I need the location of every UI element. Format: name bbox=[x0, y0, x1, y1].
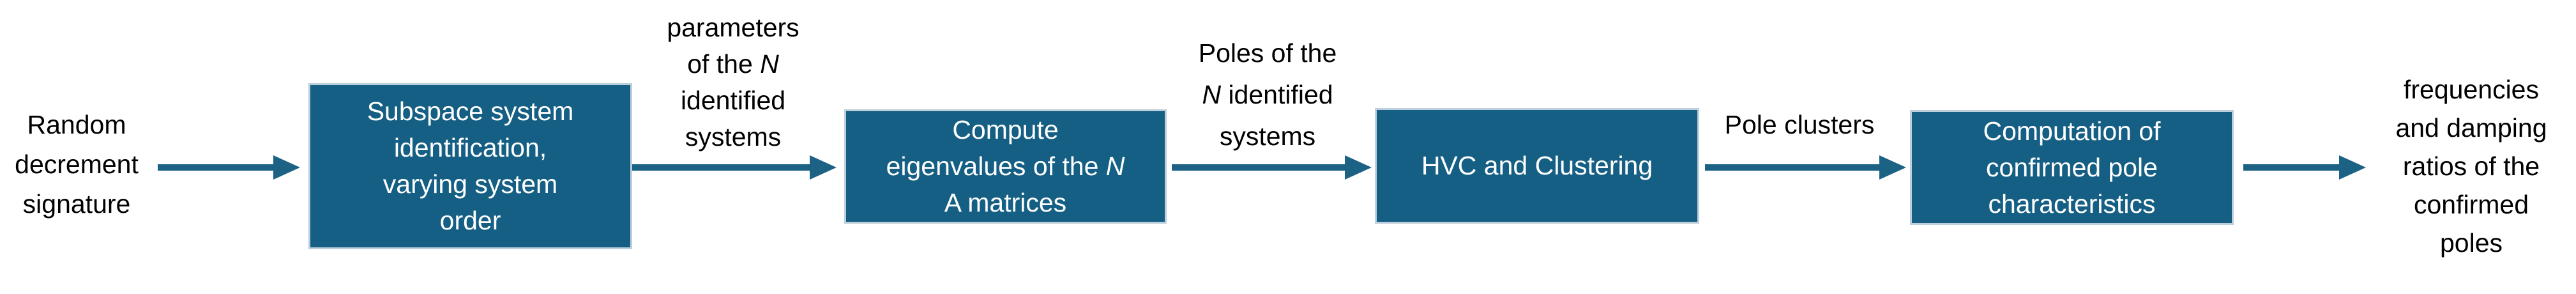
label-line: systems bbox=[1219, 121, 1316, 151]
label-line: signature bbox=[22, 189, 131, 219]
arrow-head-icon bbox=[1879, 155, 1906, 180]
label-line: Poles of the bbox=[1198, 38, 1337, 68]
box-line: characteristics bbox=[1988, 189, 2156, 219]
label-line: decrement bbox=[15, 150, 139, 179]
edge-label-parameters: parameters of the N identified systems bbox=[631, 10, 835, 155]
label-line: systems bbox=[685, 122, 782, 151]
box-line: HVC and Clustering bbox=[1421, 151, 1653, 180]
arrow-shaft bbox=[1172, 164, 1345, 171]
arrow-head-icon bbox=[810, 155, 837, 180]
output-label-frequencies-damping: frequencies and damping ratios of the co… bbox=[2367, 70, 2576, 262]
label-line: parameters bbox=[667, 13, 799, 42]
box-line: Computation of bbox=[1983, 116, 2161, 146]
process-box-subspace-identification: Subspace system identification, varying … bbox=[308, 83, 632, 249]
italic-variable-n: N bbox=[760, 49, 779, 79]
label-line: confirmed bbox=[2413, 190, 2529, 219]
box-line: Compute bbox=[952, 115, 1059, 144]
arrow-head-icon bbox=[1345, 155, 1372, 180]
label-line: ratios of the bbox=[2402, 151, 2540, 181]
box-line: confirmed pole bbox=[1986, 152, 2158, 182]
edge-label-pole-clusters: Pole clusters bbox=[1704, 111, 1895, 139]
arrow-head-icon bbox=[2339, 155, 2366, 180]
arrow-shaft bbox=[2243, 164, 2339, 171]
arrow-shaft bbox=[158, 164, 273, 171]
box-line: eigenvalues of the N bbox=[886, 151, 1125, 181]
box-line: order bbox=[439, 206, 501, 235]
label-line: and damping bbox=[2395, 113, 2547, 143]
box-line: Subspace system bbox=[367, 97, 574, 126]
label-line: Pole clusters bbox=[1724, 110, 1875, 139]
arrow-shaft bbox=[1705, 164, 1879, 171]
process-box-compute-eigenvalues: Compute eigenvalues of the N A matrices bbox=[844, 109, 1167, 224]
box-line: identification, bbox=[393, 133, 547, 162]
box-line: varying system bbox=[383, 169, 558, 199]
arrow-shaft bbox=[632, 164, 810, 171]
process-box-pole-characteristics: Computation of confirmed pole characteri… bbox=[1910, 110, 2234, 225]
label-line: of the N bbox=[687, 49, 779, 79]
italic-variable-n: N bbox=[1202, 80, 1222, 109]
edge-label-poles: Poles of the N identified systems bbox=[1153, 33, 1383, 157]
label-line: N identified bbox=[1202, 80, 1333, 109]
label-line: frequencies bbox=[2404, 75, 2539, 104]
arrow-eigen-to-hvc bbox=[1172, 155, 1372, 180]
label-line: Random bbox=[27, 110, 126, 139]
input-label-random-decrement-signature: Random decrement signature bbox=[0, 105, 153, 224]
arrow-head-icon bbox=[273, 155, 300, 180]
arrow-input-to-subspace bbox=[158, 155, 300, 180]
arrow-hvc-to-computation bbox=[1705, 155, 1906, 180]
arrow-subspace-to-eigen bbox=[632, 155, 837, 180]
label-line: poles bbox=[2439, 228, 2503, 258]
italic-variable-n: N bbox=[1105, 151, 1125, 181]
process-box-hvc-clustering: HVC and Clustering bbox=[1375, 108, 1699, 224]
arrow-computation-to-output bbox=[2243, 155, 2366, 180]
label-line: identified bbox=[680, 86, 786, 115]
box-line: A matrices bbox=[944, 188, 1067, 217]
